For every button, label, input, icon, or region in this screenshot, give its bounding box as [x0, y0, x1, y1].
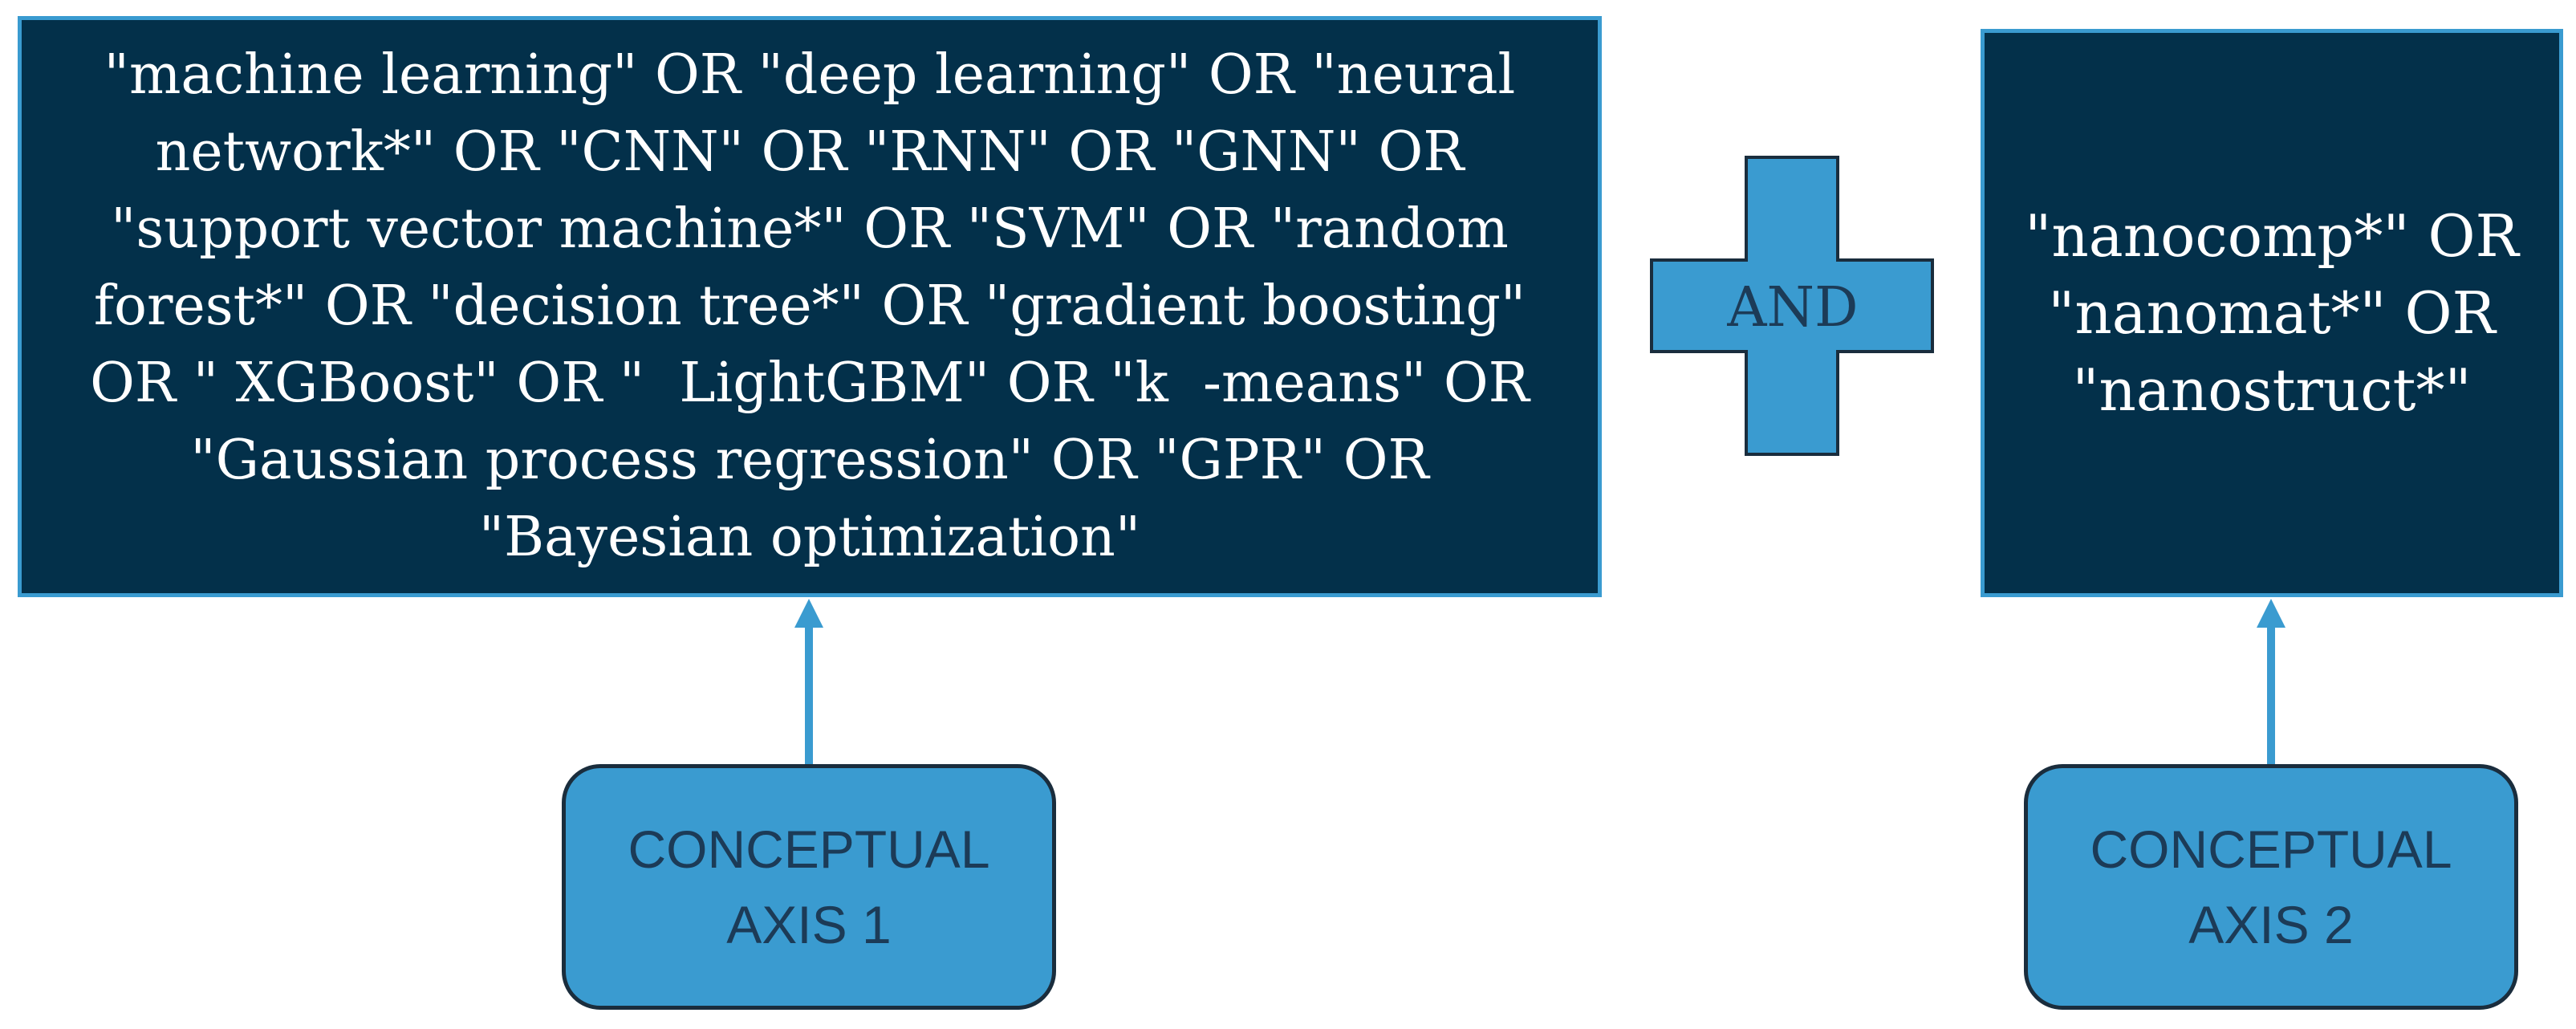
query-line-5: OR " XGBoost" OR " LightGBM" OR "k -mean… — [90, 352, 1530, 415]
query-line-7: "Bayesian optimization" — [478, 506, 1141, 569]
conceptual-axis-1-number: AXIS 1 — [726, 895, 892, 954]
conceptual-axis-2-title: CONCEPTUAL — [2090, 820, 2452, 879]
query2-line-1: "nanocomp*" OR — [2025, 202, 2519, 270]
and-operator-label: AND — [1727, 275, 1859, 340]
query-box-axis-2: "nanocomp*" OR "nanomat*" OR "nanostruct… — [1981, 29, 2563, 597]
query-line-4: forest*" OR "decision tree*" OR "gradien… — [93, 275, 1526, 338]
arrowhead-axis-2 — [2257, 599, 2285, 628]
arrowhead-axis-1 — [794, 599, 823, 628]
query-line-3: "support vector machine*" OR "SVM" OR "r… — [111, 197, 1509, 261]
query-line-6: "Gaussian process regression" OR "GPR" O… — [190, 429, 1429, 492]
query2-line-2: "nanomat*" OR — [2048, 279, 2496, 347]
query-box-axis-1: "machine learning" OR "deep learning" OR… — [18, 16, 1602, 597]
conceptual-axis-2-box: CONCEPTUAL AXIS 2 — [2024, 764, 2518, 1010]
plus-icon — [1650, 156, 1934, 456]
conceptual-axis-1-box: CONCEPTUAL AXIS 1 — [562, 764, 1056, 1010]
conceptual-axis-1-title: CONCEPTUAL — [628, 820, 990, 879]
conceptual-axis-2-number: AXIS 2 — [2188, 895, 2354, 954]
query-line-1: "machine learning" OR "deep learning" OR… — [104, 43, 1516, 107]
query-line-2: network*" OR "CNN" OR "RNN" OR "GNN" OR — [155, 120, 1465, 184]
query2-line-3: "nanostruct*" — [2072, 356, 2472, 424]
